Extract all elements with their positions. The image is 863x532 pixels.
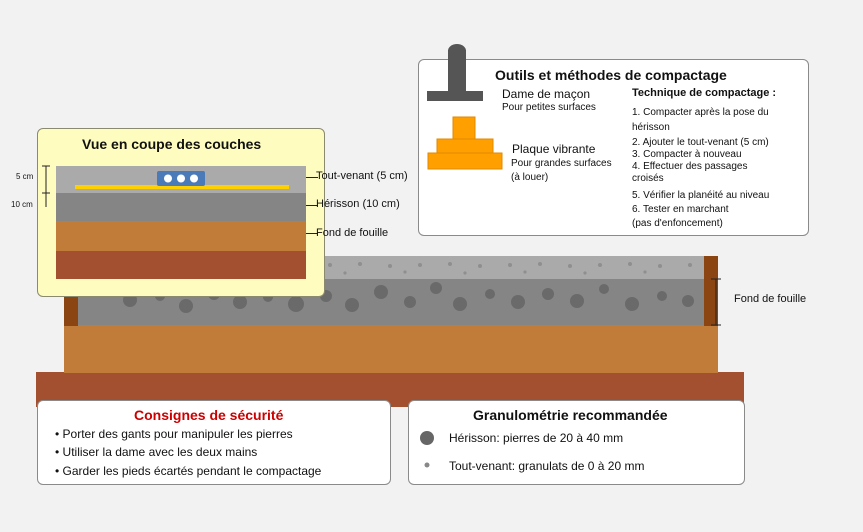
technique-title: Technique de compactage : — [632, 87, 777, 99]
label-herisson: Hérisson (10 cm) — [316, 198, 400, 210]
technique-step: 1. Compacter après la pose du — [632, 107, 769, 118]
section-view-panel: Vue en coupe des couches — [37, 128, 325, 297]
safety-item: • Porter des gants pour manipuler les pi… — [55, 427, 293, 441]
granulometry-title: Granulométrie recommandée — [473, 407, 668, 423]
technique-step: 3. Compacter à nouveau — [632, 149, 742, 160]
plaque-subtitle-2: (à louer) — [511, 172, 549, 183]
technique-step: 2. Ajouter le tout-venant (5 cm) — [632, 137, 769, 148]
formwork-right — [704, 256, 718, 326]
plaque-subtitle-1: Pour grandes surfaces — [511, 158, 612, 169]
safety-item: • Garder les pieds écartés pendant le co… — [55, 464, 322, 478]
tools-panel: Outils et méthodes de compactage Dame de… — [418, 44, 809, 236]
technique-step: 5. Vérifier la planéité au niveau — [632, 190, 770, 201]
dim-label-10cm: 10 cm — [11, 200, 33, 209]
technique-step: 4. Effectuer des passages — [632, 161, 748, 172]
large-stone-icon — [420, 431, 434, 445]
granulometry-tout-venant: Tout-venant: granulats de 0 à 20 mm — [449, 459, 645, 473]
granulometry-markers — [420, 431, 434, 468]
dame-title: Dame de maçon — [502, 87, 591, 101]
section-deep-soil — [56, 251, 306, 279]
dame-tamper-icon — [427, 44, 483, 101]
granulometry-herisson: Hérisson: pierres de 20 à 40 mm — [449, 431, 624, 445]
technique-step: hérisson — [632, 122, 670, 133]
section-diagram — [42, 165, 306, 279]
safety-item: • Utiliser la dame avec les deux mains — [55, 445, 258, 459]
label-tout-venant: Tout-venant (5 cm) — [316, 170, 408, 182]
gravel-dots — [328, 262, 692, 275]
section-orange-line — [75, 185, 289, 189]
granulometry-panel: Granulométrie recommandée Hérisson: pier… — [408, 400, 745, 485]
dim-label-5cm: 5 cm — [16, 172, 34, 181]
dame-subtitle: Pour petites surfaces — [502, 102, 596, 113]
fond-de-fouille-layer — [64, 325, 718, 373]
label-fond-de-fouille: Fond de fouille — [316, 227, 389, 239]
safety-title: Consignes de sécurité — [134, 407, 284, 423]
small-gravel-icon — [424, 462, 430, 468]
tools-title: Outils et méthodes de compactage — [495, 67, 727, 83]
plaque-title: Plaque vibrante — [512, 142, 596, 156]
technique-step: 6. Tester en marchant — [632, 204, 729, 215]
section-fond — [56, 221, 306, 251]
safety-panel: Consignes de sécurité • Porter des gants… — [37, 400, 391, 485]
technique-step: (pas d'enfoncement) — [632, 218, 723, 229]
section-title: Vue en coupe des couches — [82, 136, 262, 152]
fond-de-fouille-label: Fond de fouille — [734, 293, 806, 305]
section-herisson — [56, 193, 306, 221]
technique-step: croisés — [632, 173, 664, 184]
technique-steps: 1. Compacter après la pose du hérisson 2… — [632, 105, 769, 231]
plaque-vibrante-icon — [427, 116, 503, 170]
herisson-stones — [123, 282, 694, 313]
